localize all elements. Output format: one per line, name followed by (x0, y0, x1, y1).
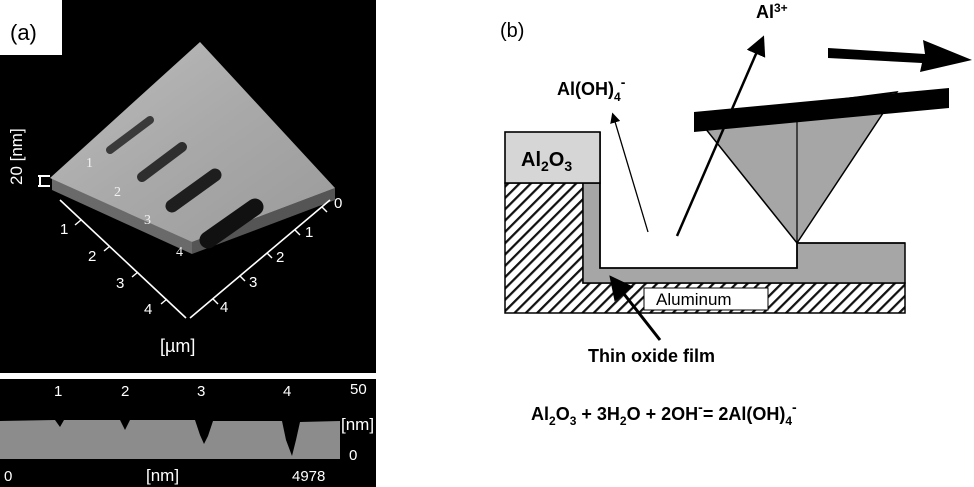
right-axis-tick-3 (239, 275, 246, 282)
right-axis-tick-label-3: 3 (249, 274, 257, 291)
panel-a-label: (a) (10, 20, 37, 45)
profile-line (0, 420, 340, 459)
left-axis-line (59, 199, 187, 319)
profile-peak-label-2: 2 (121, 383, 129, 400)
scratch-1 (106, 116, 154, 154)
eq-sub-2: 3 (570, 414, 577, 428)
aluminum-label-box (643, 287, 769, 311)
right-axis-tick-label-4: 4 (220, 299, 228, 316)
left-axis-tick-label-4: 4 (144, 301, 152, 318)
scratch-label-3: 3 (144, 213, 151, 228)
al2o3-label: Al2O3 (521, 149, 572, 174)
surface-right-side (192, 188, 335, 254)
right-axis-tick-1 (294, 229, 301, 236)
reaction-equation: Al2O3 + 3H2O + 2OH-= 2Al(OH)4- (531, 399, 797, 428)
surface-front-side (52, 178, 192, 254)
scratch-label-1: 1 (86, 156, 93, 171)
scratch-2 (137, 142, 187, 182)
left-axis-tick-1 (74, 219, 82, 226)
right-axis-tick-label-0: 0 (334, 195, 342, 212)
profile-x-start: 0 (4, 468, 12, 485)
eq-part-3: + 3H (576, 404, 620, 424)
profile-x-unit: [nm] (146, 466, 179, 485)
panel-b: (b) Al2O3 Aluminum Al3+ Al(OH)4- Thin ox… (500, 1, 972, 428)
aloh4-base: Al(OH) (557, 79, 614, 99)
al2o3-sub3: 3 (564, 158, 572, 174)
al3plus-sup: 3+ (774, 1, 788, 15)
profile-y-top: 50 (350, 381, 367, 398)
aloh4-sup: - (621, 74, 626, 90)
profile-plot: 1 2 3 4 50 [nm] 0 0 [nm] 4978 (0, 379, 376, 487)
eq-part-4: O + 2OH (627, 404, 699, 424)
cantilever (694, 88, 949, 132)
left-axis-tick-label-2: 2 (88, 248, 96, 265)
al2o3-sub2: 2 (541, 158, 549, 174)
scratch-3 (165, 168, 222, 213)
eq-part-5: = 2Al(OH) (703, 404, 786, 424)
scratch-label-2: 2 (114, 185, 121, 200)
aloh4-arrow (610, 112, 649, 233)
eq-sub-4: 4 (785, 414, 792, 428)
left-axis-tick-3 (131, 271, 139, 278)
panel-b-label: (b) (500, 20, 524, 42)
left-axis-tick-label-1: 1 (60, 221, 68, 238)
thin-oxide-label: Thin oxide film (588, 346, 715, 366)
scan-direction-arrow (828, 40, 972, 72)
right-axis-tick-0 (321, 206, 328, 213)
eq-sup-2: - (792, 399, 797, 415)
al2o3-al: Al (521, 149, 541, 171)
eq-part-1: Al (531, 404, 549, 424)
left-axis-tick-4 (160, 298, 168, 305)
z-axis-label: 20 [nm] (7, 128, 26, 185)
right-axis-tick-2 (266, 252, 273, 259)
panel-a-label-box (0, 0, 62, 55)
eq-part-2: O (556, 404, 570, 424)
profile-peak-label-3: 3 (197, 383, 205, 400)
profile-y-bottom: 0 (349, 447, 357, 464)
eq-sub-3: 2 (620, 414, 627, 428)
panel-a: (a) 1 2 3 4 20 [nm] 1 2 3 4 (0, 0, 376, 373)
al2o3-o: O (549, 149, 565, 171)
groove-outline (599, 132, 905, 269)
al2o3-block (504, 131, 601, 184)
afm-surface (50, 42, 335, 242)
right-axis-tick-label-2: 2 (276, 249, 284, 266)
profile-peak-label-1: 1 (54, 383, 62, 400)
aluminum-label: Aluminum (656, 290, 732, 309)
eq-sup-1: - (698, 399, 703, 415)
aloh4-label: Al(OH)4- (557, 74, 626, 104)
al3plus-arrow (675, 35, 766, 237)
right-axis-line (189, 199, 331, 319)
right-axis-tick-label-1: 1 (305, 224, 313, 241)
profile-y-unit: [nm] (341, 415, 374, 434)
profile-x-end: 4978 (292, 468, 325, 485)
right-axis-tick-4 (212, 298, 219, 305)
xy-unit-label: [µm] (160, 336, 195, 356)
aloh4-sub: 4 (614, 90, 621, 104)
profile-peak-label-4: 4 (283, 383, 291, 400)
thin-oxide-arrow (609, 275, 662, 341)
scratch-4 (199, 198, 264, 249)
al3plus-label: Al3+ (756, 1, 788, 22)
eq-sub-1: 2 (549, 414, 556, 428)
left-axis-tick-2 (103, 245, 111, 252)
left-axis-tick-label-3: 3 (116, 275, 124, 292)
scratch-label-4: 4 (176, 245, 183, 260)
al3plus-base: Al (756, 2, 774, 22)
